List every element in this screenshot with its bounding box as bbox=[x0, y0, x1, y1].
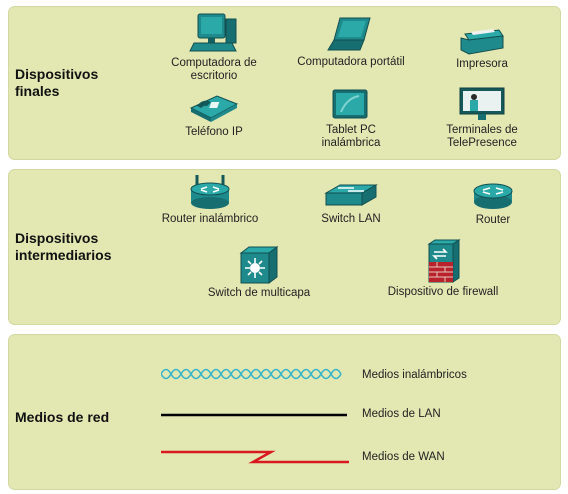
device-label: Tablet PC inalámbrica bbox=[321, 124, 381, 149]
wireless-router-icon bbox=[190, 175, 230, 209]
device-router: Router bbox=[418, 182, 568, 227]
laptop-icon bbox=[327, 17, 371, 51]
device-laptop: Computadora portátil bbox=[276, 16, 426, 69]
telepresence-icon bbox=[459, 87, 505, 120]
lan-media-label: Medios de LAN bbox=[362, 408, 441, 420]
device-label: Router inalámbrico bbox=[161, 213, 259, 225]
tablet-icon bbox=[332, 89, 368, 119]
device-label: Terminales de TelePresence bbox=[446, 124, 518, 149]
end-devices-title: Dispositivos finales bbox=[15, 66, 99, 99]
device-lan-switch: Switch LAN bbox=[276, 183, 426, 226]
network-media-panel: Medios de red Medios inalámbricos Medios… bbox=[8, 334, 561, 490]
firewall-icon bbox=[427, 239, 461, 283]
wireless-media-icon bbox=[161, 368, 342, 380]
printer-icon bbox=[460, 29, 504, 55]
multilayer-switch-icon bbox=[239, 246, 279, 284]
device-label: Dispositivo de firewall bbox=[387, 286, 499, 298]
device-desktop: Computadora de escritorio bbox=[139, 13, 289, 83]
device-ip-phone: Teléfono IP bbox=[139, 92, 289, 139]
ip-phone-icon bbox=[189, 95, 239, 122]
lan-switch-icon bbox=[324, 184, 378, 206]
lan-media-icon bbox=[161, 413, 347, 417]
network-media-title: Medios de red bbox=[15, 409, 110, 425]
device-label: Switch LAN bbox=[321, 213, 381, 225]
device-telepresence: Terminales de TelePresence bbox=[407, 86, 557, 150]
device-label: Switch de multicapa bbox=[207, 287, 311, 299]
wan-media-label: Medios de WAN bbox=[362, 451, 445, 463]
device-label: Teléfono IP bbox=[185, 126, 243, 138]
device-label: Router bbox=[475, 214, 511, 226]
device-printer: Impresora bbox=[407, 24, 557, 71]
device-firewall: Dispositivo de firewall bbox=[368, 238, 518, 299]
end-devices-panel: Dispositivos finales Computadora de escr… bbox=[8, 6, 561, 160]
device-multilayer-switch: Switch de multicapa bbox=[184, 245, 334, 300]
device-label: Computadora de escritorio bbox=[171, 57, 257, 82]
device-wireless-router: Router inalámbrico bbox=[135, 173, 285, 226]
router-icon bbox=[473, 183, 513, 209]
device-label: Impresora bbox=[456, 58, 508, 70]
device-tablet: Tablet PC inalámbrica bbox=[276, 88, 426, 150]
wan-media-icon bbox=[161, 450, 349, 464]
desktop-computer-icon bbox=[189, 13, 237, 52]
intermediary-devices-panel: Dispositivos intermediarios Router inalá… bbox=[8, 169, 561, 325]
intermediary-devices-title: Dispositivos intermediarios bbox=[15, 230, 112, 263]
device-label: Computadora portátil bbox=[297, 56, 405, 68]
wireless-media-label: Medios inalámbricos bbox=[362, 369, 467, 381]
